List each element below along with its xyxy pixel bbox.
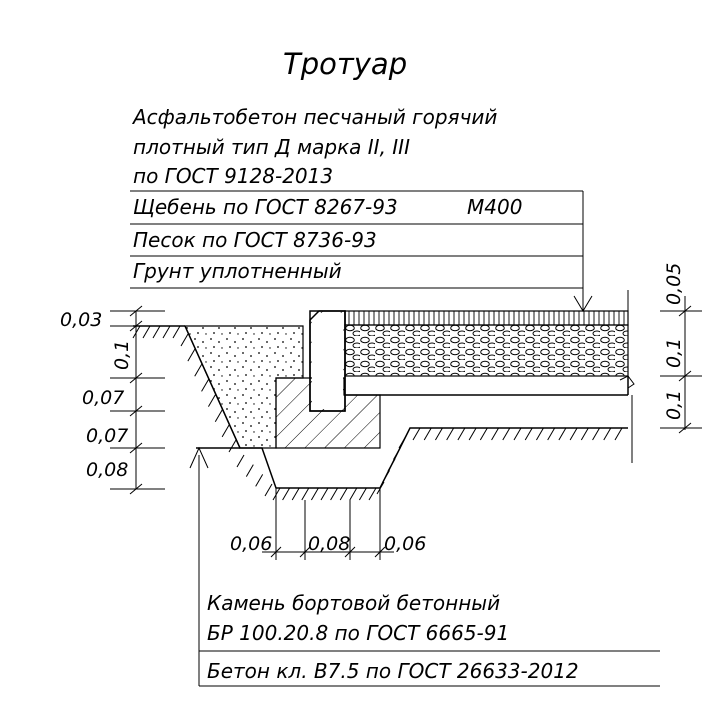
bottom-dimension-chain: 0,06 0,08 0,06: [230, 488, 426, 560]
legend-line-3: по ГОСТ 9128-2013: [133, 164, 333, 188]
left-dimension-chain: 0,03 0,1 0,07 0,07 0,08: [60, 305, 165, 495]
legend-line-2: плотный тип Д марка II, III: [133, 135, 410, 159]
bottom-legend-line-1: Камень бортовой бетонный: [207, 591, 500, 615]
bottom-legend-line-3: Бетон кл. В7.5 по ГОСТ 26633-2012: [207, 659, 579, 683]
legend-line-5: Песок по ГОСТ 8736-93: [133, 228, 377, 252]
legend-grade: М400: [467, 195, 522, 219]
dim-left-4: 0,07: [86, 425, 128, 447]
bottom-legend: Камень бортовой бетонный БР 100.20.8 по …: [189, 446, 660, 687]
drawing-title: Тротуар: [283, 47, 407, 81]
legend-line-1: Асфальтобетон песчаный горячий: [131, 105, 497, 129]
legend-line-6: Грунт уплотненный: [133, 259, 342, 283]
dim-bottom-1: 0,06: [230, 533, 272, 555]
legend-line-4: Щебень по ГОСТ 8267-93: [133, 195, 398, 219]
dim-right-2: 0,1: [663, 338, 685, 368]
dim-left-2: 0,1: [111, 340, 133, 370]
dim-bottom-3: 0,06: [384, 533, 426, 555]
bottom-leader-arrow: [189, 446, 209, 469]
asphalt-layer: [344, 310, 629, 326]
dim-left-1: 0,03: [60, 309, 102, 331]
dim-left-5: 0,08: [86, 459, 128, 481]
dim-right-3: 0,1: [663, 390, 685, 420]
bottom-legend-line-2: БР 100.20.8 по ГОСТ 6665-91: [207, 621, 509, 645]
right-dimension-chain: 0,05 0,1 0,1: [660, 263, 702, 434]
crushed-stone-layer: [344, 324, 629, 377]
dim-right-1: 0,05: [663, 263, 685, 305]
dim-left-3: 0,07: [82, 387, 124, 409]
ground-hatch-marks: [132, 325, 623, 501]
dim-bottom-2: 0,08: [308, 533, 350, 555]
top-legend: Асфальтобетон песчаный горячий плотный т…: [130, 105, 593, 312]
